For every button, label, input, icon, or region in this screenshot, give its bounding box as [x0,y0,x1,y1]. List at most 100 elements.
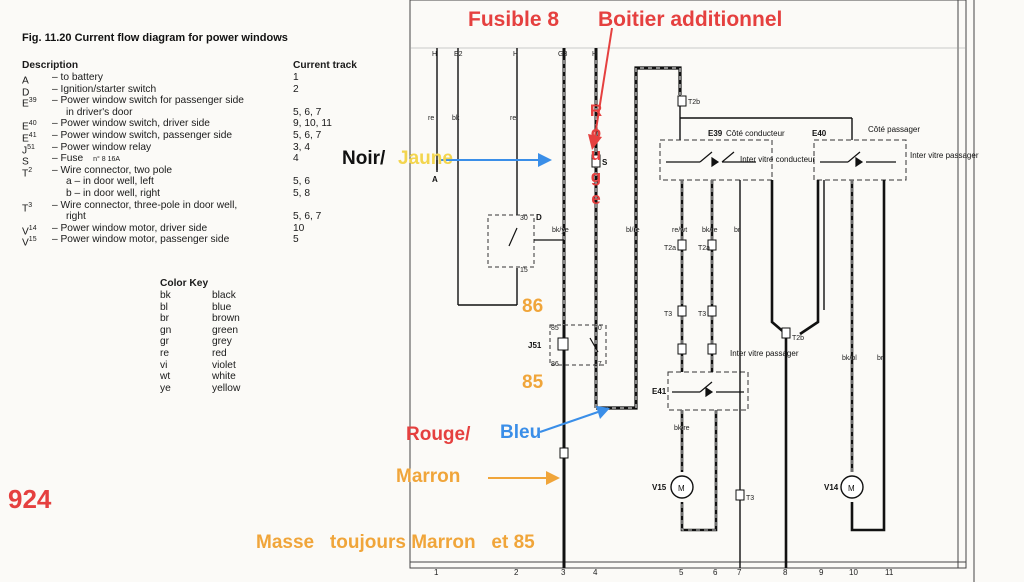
rouge-letter: u [590,145,602,164]
switch-internals-e39 [666,151,756,168]
color-key-abbr: wt [160,371,171,383]
rouge-letter: g [590,167,602,186]
annotation-noir: Noir/ [342,148,386,169]
track-number: 11 [885,568,894,577]
connector-code-7: T3 [746,495,754,502]
connector-code-2: T2a [698,245,710,252]
legend-code-sup: 2 [28,166,33,174]
rouge-letter: R [589,101,603,120]
track-number: 3 [561,568,566,577]
track-number: 8 [783,568,788,577]
wire-code-10: bk/re [674,425,690,432]
motor-v14-symbol: M [848,484,855,493]
legend-description: – Power window motor, passenger side [52,234,229,246]
legend-description: – Power window switch, driver side [52,118,210,130]
connector-t2b [781,327,791,339]
legend-description-text: – Ignition/starter switch [52,83,157,95]
legend-description-text: right [66,211,86,223]
relay-pin-85: 85 [551,325,559,332]
legend-description-text: b – in door well, right [66,188,161,199]
legend-code-letter: J [22,144,28,156]
legend-description-text: – to battery [52,72,103,83]
motor-v14 [840,475,864,499]
legend-description: right [66,211,86,223]
top-terminal-5: H [592,51,597,58]
legend-code-letter: E [22,121,29,133]
annotation-marron: Marron [396,466,461,487]
annotation-rouge-bleu-a: Rouge/ [406,424,471,445]
color-key-name: black [212,290,236,301]
wire-track-8-b [799,180,820,336]
legend-code: V15 [22,234,37,249]
color-key-name: white [212,371,236,383]
legend-description: – Wire connector, two pole [52,165,172,177]
legend-code-sup: 3 [28,201,33,209]
color-key-name: red [212,348,227,359]
legend-code-letter: V [22,237,29,249]
wire-code-3: re [510,115,516,122]
wire-bl-re-loop-dash [596,67,681,409]
wire-track-8 [770,180,788,568]
legend-description: – Ignition/starter switch [52,84,156,96]
label-e39: Inter vitre conducteur [740,155,815,164]
color-key-abbr: bk [160,290,171,301]
track-number: 10 [849,568,858,577]
legend-code-letter: T [22,202,29,214]
switch-box-e40 [813,139,907,181]
legend-description: – Power window switch for passenger side [52,95,244,107]
annotation-boitier: Boitier additionnel [598,8,783,31]
legend-description-text: – Power window switch for passenger side [52,95,244,107]
code-e39: E39 [708,129,723,138]
track-number: 1 [434,568,439,577]
connector-code-6: T2b [792,335,804,342]
motor-v15-symbol: M [678,484,685,493]
annotation-model-924: 924 [8,484,52,514]
legend-description: b – in door well, right [66,188,160,200]
color-key-abbr: re [160,348,170,359]
legend-code: S [22,153,29,168]
track-number: 7 [737,568,742,577]
ign-contact [508,227,518,247]
wire-track-11 [850,180,886,532]
legend-code: T2 [22,165,32,180]
annotation-rouge-vertical: R o u g e [586,100,606,210]
connector-code-3: T3 [664,311,672,318]
legend-description-text: – Fuse [52,153,84,165]
color-key-name: yellow [212,382,241,394]
wire-bl-re-loop [596,66,682,410]
title-e39: Côté conducteur [726,129,785,138]
legend-track: 5, 8 [293,188,310,199]
legend-description: – Power window switch, passenger side [52,130,232,142]
legend-code: E39 [22,95,37,110]
switch-box-e39 [659,139,773,181]
legend-track: 3, 4 [293,141,310,153]
diagram-frame [409,0,967,569]
label-e41: Inter vitre passager [730,349,799,358]
legend-description-text: – Power window relay [52,141,152,153]
color-key-abbr: gr [160,336,170,348]
relay-coil [557,337,569,351]
color-key-abbr: ye [160,382,171,394]
legend-code-letter: T [22,168,29,180]
annotation-rouge-bleu-b: Bleu [500,422,542,443]
ign-pin-15: 15 [520,267,528,274]
ign-pin-30: 30 [520,215,528,222]
legend-description-text: – Wire connector, two pole [52,164,173,176]
annotation-fusible: Fusible 8 [468,8,560,31]
annotation-jaune: Jaune [398,148,453,169]
code-battery: A [432,175,438,184]
code-e40: E40 [812,129,827,138]
legend-track: 2 [293,83,299,95]
color-key-abbr: gn [160,324,172,336]
connectors [559,95,745,501]
rouge-letter: e [591,189,601,208]
legend-track: 5, 6, 7 [293,211,322,223]
relay-j51-box [549,324,607,366]
color-key-title: Color Key [160,278,209,289]
legend-code: A [22,72,29,87]
color-key-name: violet [212,359,236,371]
wire-code-7: bk/re [702,227,718,234]
legend-track: 10 [293,222,305,234]
